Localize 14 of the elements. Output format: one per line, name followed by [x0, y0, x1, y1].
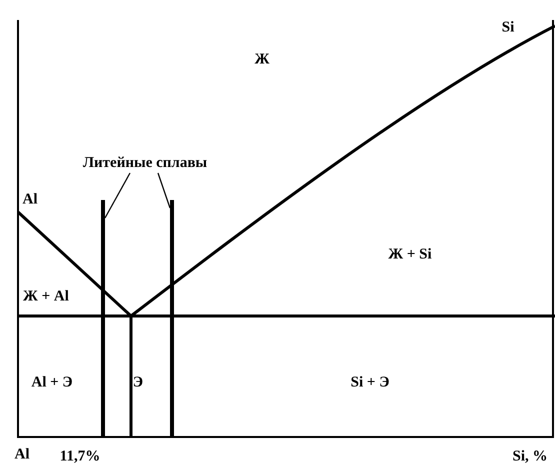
annotation-label: Литейные сплавы — [82, 153, 208, 173]
leader-line — [104, 172, 131, 218]
region-label: 11,7% — [60, 450, 100, 464]
region-label: Al + Э — [31, 376, 73, 390]
region-label: Ж + Si — [388, 248, 432, 262]
region-label: Э — [132, 376, 144, 390]
leader-line — [157, 172, 171, 208]
region-label: Si, % — [512, 450, 548, 464]
region-label: Ж + Al — [23, 290, 69, 304]
region-label: Al — [14, 448, 30, 462]
region-label: Si + Э — [350, 376, 390, 390]
region-label: Si — [502, 20, 514, 36]
region-label: Ж — [254, 52, 270, 68]
region-label: Al — [22, 192, 38, 208]
